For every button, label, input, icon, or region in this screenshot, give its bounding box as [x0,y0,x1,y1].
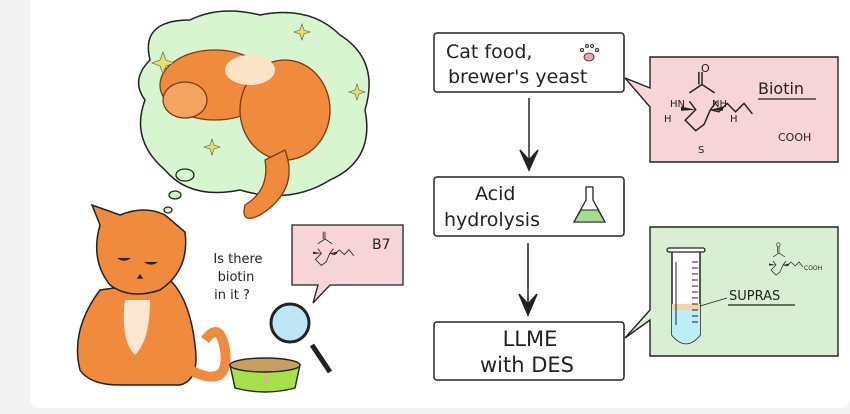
step2-line1: Acid [475,183,515,205]
atom-o: O [701,62,710,75]
step-llme: LLME with DES [433,321,625,381]
atom-hn: HN [670,99,685,110]
supras-label: SUPRAS [729,289,780,304]
question-line3: in it ? [214,288,250,303]
question-line1: Is there [213,252,262,267]
small-atom-cooh: COOH [804,265,822,272]
flask-icon [572,186,607,223]
biotin-label: Biotin [758,79,804,98]
small-atom-o: O [776,242,781,249]
supras-callout: O COOH SUPRAS [624,226,839,357]
atom-h-left: H [664,114,672,125]
b7-label: B7 [372,237,391,253]
magnifying-glass-icon [269,302,333,374]
step3-line1: LLME [503,327,558,351]
step-acid-hydrolysis: Acid hydrolysis [433,176,625,237]
step3-line2: with DES [480,353,574,377]
step2-line2: hydrolysis [444,209,540,231]
step1-line1: Cat food, [446,41,532,63]
sleeping-cat-illustration [159,49,331,219]
atom-nh: NH [712,99,727,110]
question-text: Is there biotin in it ? [213,252,262,303]
cat-food-bowl-icon [229,357,301,393]
arrow-head-1 [519,149,539,172]
atom-h-right: H [730,114,738,125]
paw-icon [580,44,600,62]
atom-s: S [698,145,704,156]
b7-callout: B7 [291,224,404,304]
arrow-head-2 [518,293,538,317]
flow-arrows [518,98,539,317]
sitting-cat-illustration [76,203,231,386]
test-tube-icon [666,247,706,345]
step-cat-food: Cat food, brewer's yeast [433,32,625,93]
sparkle-icons [151,23,366,156]
biotin-callout: O HN NH H H S COOH Biotin [624,56,839,163]
step1-line2: brewer's yeast [448,66,587,88]
question-line2: biotin [218,270,255,285]
atom-cooh: COOH [778,131,811,144]
